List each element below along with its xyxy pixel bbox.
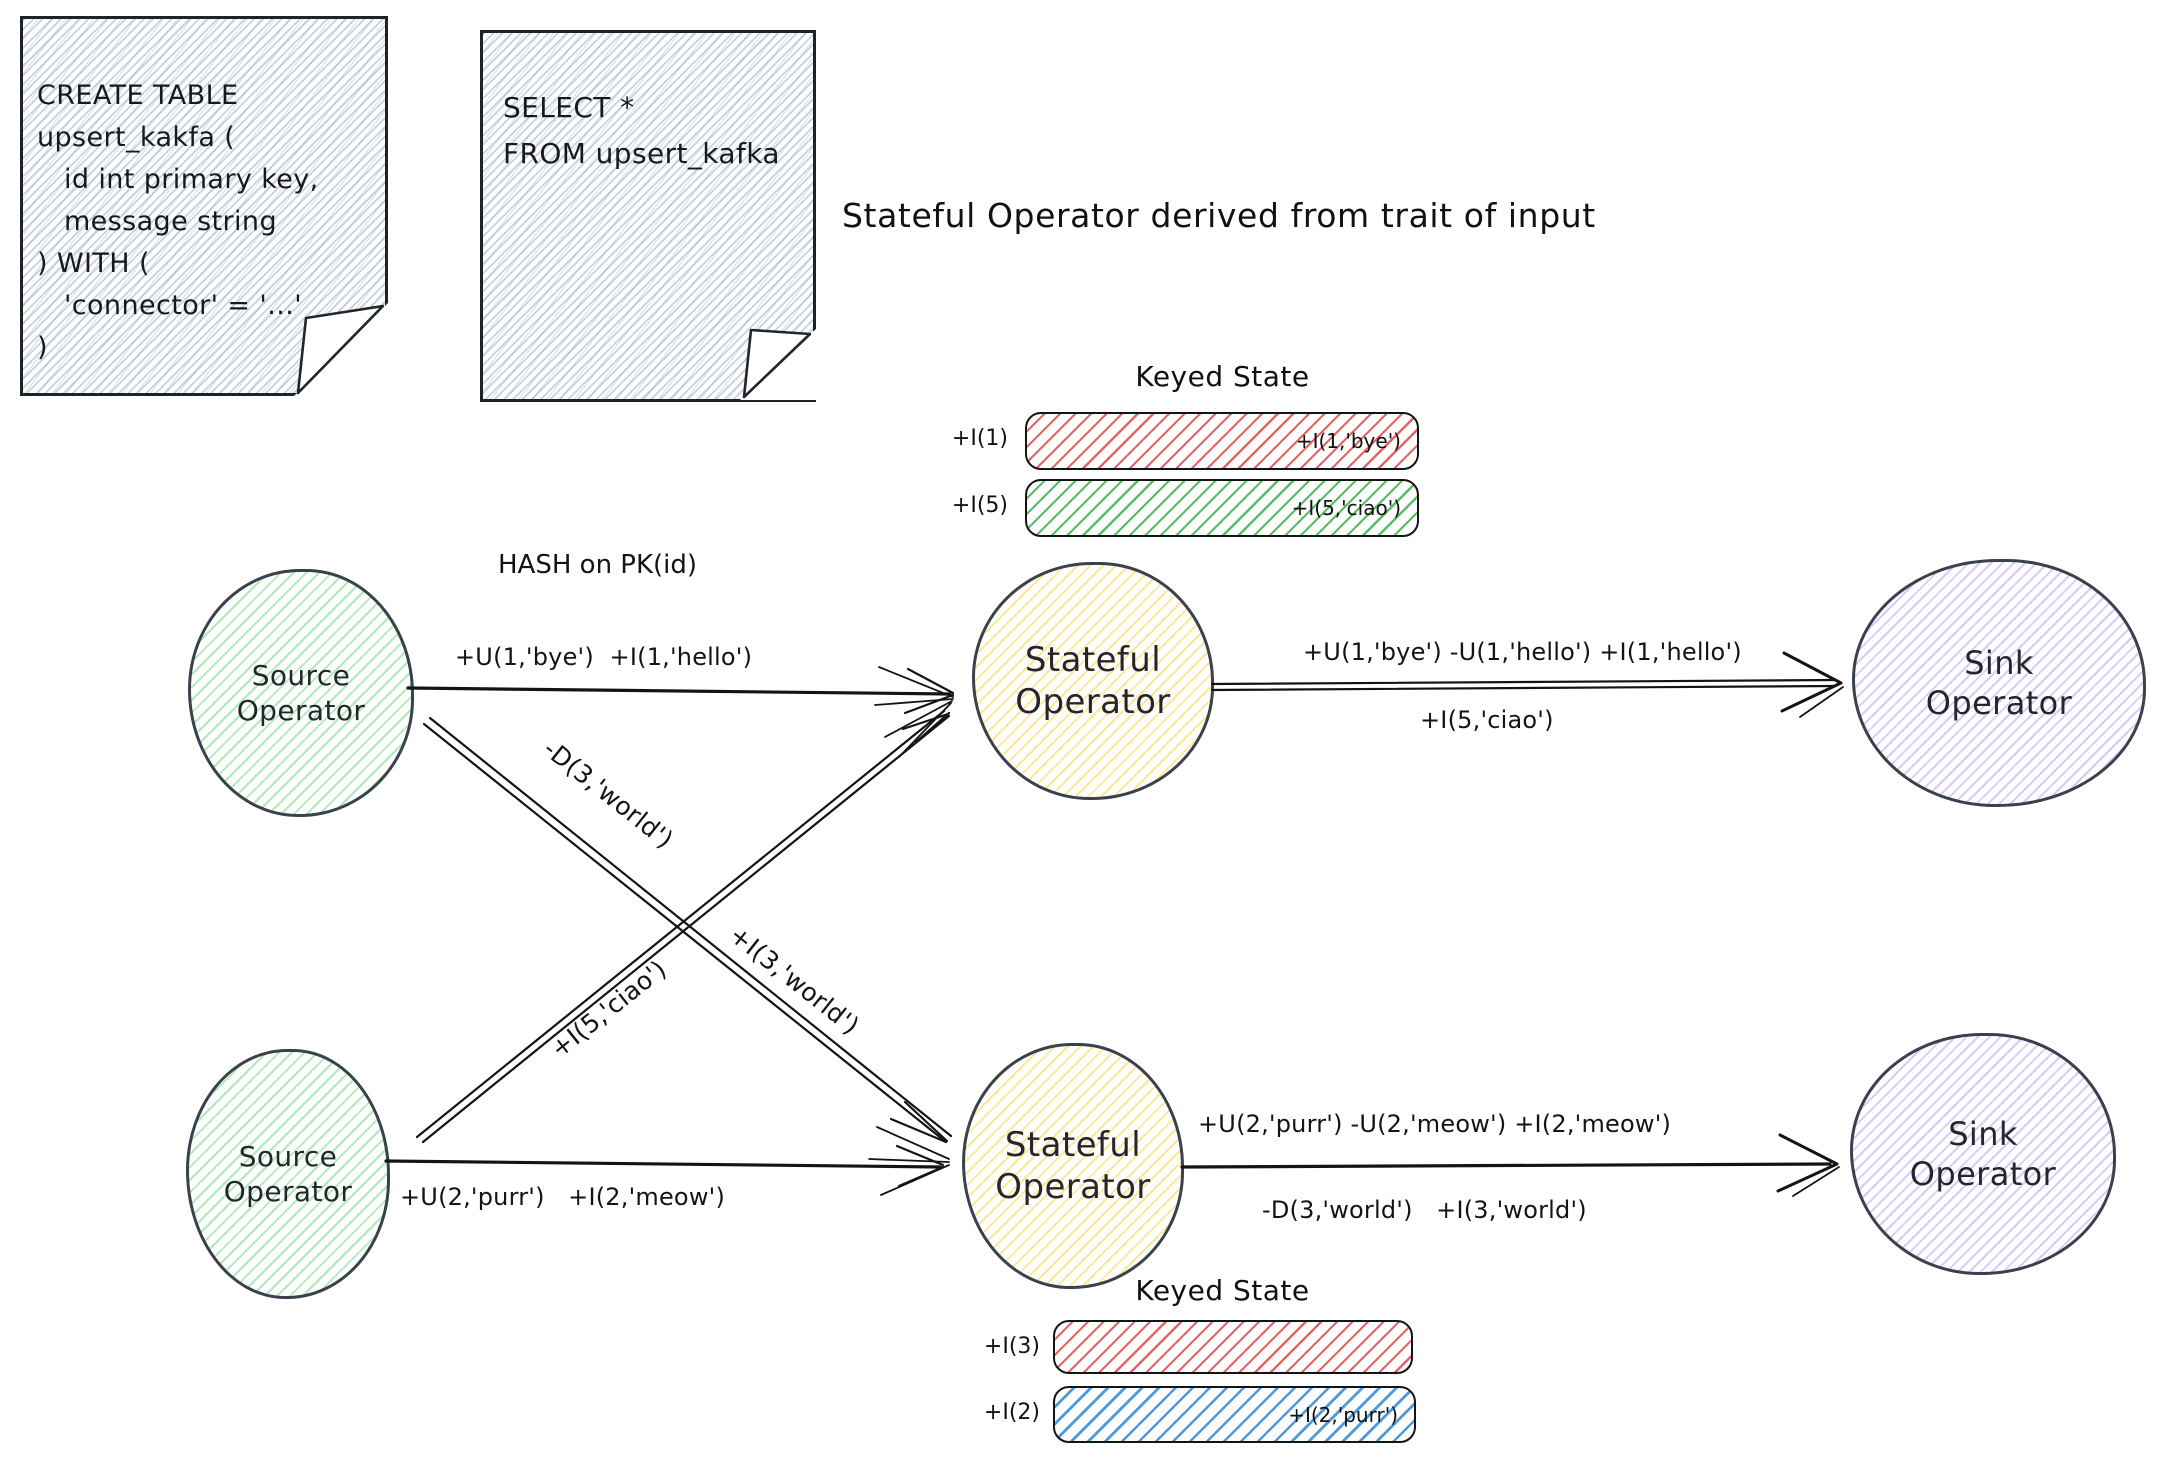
edge-src-bottom-to-stateful-bottom [384, 1159, 942, 1169]
keyed-state-bottom-title: Keyed State [1135, 1274, 1310, 1307]
keyed-state-bottom-key-2: +I(2) [983, 1400, 1040, 1425]
arrowhead-stateful-top-diagonal [901, 711, 951, 744]
keyed-state-top-key-2: +I(5) [951, 493, 1008, 518]
stateful-operator-bottom: Stateful Operator [962, 1043, 1184, 1289]
keyed-state-bottom-bar-red [1053, 1320, 1413, 1374]
keyed-state-bottom-key-1: +I(3) [983, 1334, 1040, 1359]
arrowhead-sink-top [1780, 651, 1843, 713]
edge-label-src-bottom-to-stateful-bottom: +U(2,'purr') +I(2,'meow') [400, 1183, 726, 1211]
edge-src-top-to-stateful-top [406, 686, 952, 696]
sticky-note-select: SELECT * FROM upsert_kafka [480, 30, 816, 402]
keyed-state-top-key-1: +I(1) [951, 426, 1008, 451]
arrowhead-stateful-bottom [895, 1144, 945, 1188]
sink-operator-bottom-label: Sink Operator [1909, 1115, 2057, 1193]
source-operator-top-label: Source Operator [236, 659, 366, 727]
sticky-note-select-text: SELECT * FROM upsert_kafka [503, 91, 780, 170]
keyed-state-top-title: Keyed State [1135, 360, 1310, 393]
source-operator-top: Source Operator [188, 569, 414, 817]
edge-src-top-to-stateful-bottom [422, 722, 948, 1144]
arrowhead-stateful-top [903, 667, 955, 715]
stateful-operator-top-label: Stateful Operator [1015, 639, 1171, 723]
edge-label-insert-ciao: +I(5,'ciao') [545, 954, 672, 1064]
edge-label-stateful-bottom-to-sink-below: -D(3,'world') +I(3,'world') [1262, 1196, 1587, 1224]
arrowhead-sink-bottom-stray [1792, 1166, 1840, 1197]
arrowhead-sink-top-stray [1799, 686, 1844, 718]
arrowhead-sink-bottom [1776, 1133, 1839, 1193]
edge-src-bottom-to-stateful-top [415, 709, 946, 1139]
arrowhead-stateful-top-fan [874, 666, 954, 758]
sticky-note-create-table: CREATE TABLE upsert_kakfa ( id int prima… [20, 16, 388, 396]
keyed-state-bottom-bar-blue: +I(2,'purr') [1053, 1386, 1416, 1443]
edge-stateful-top-to-sink-top-2 [1210, 684, 1836, 692]
edge-label-stateful-top-to-sink-above: +U(1,'bye') -U(1,'hello') +I(1,'hello') [1303, 638, 1742, 666]
edge-stateful-bottom-to-sink-bottom [1180, 1162, 1832, 1169]
sink-operator-top: Sink Operator [1852, 559, 2146, 807]
hash-partition-label: HASH on PK(id) [498, 550, 698, 580]
diagram-title: Stateful Operator derived from trait of … [842, 196, 1596, 235]
stateful-operator-bottom-label: Stateful Operator [995, 1124, 1151, 1208]
keyed-state-top-bar-red-value: +I(1,'bye') [1295, 429, 1401, 453]
edge-src-top-to-stateful-bottom-2 [428, 716, 953, 1138]
edge-stateful-top-to-sink-top [1210, 678, 1836, 686]
keyed-state-bottom-bar-blue-value: +I(2,'purr') [1288, 1402, 1398, 1427]
stateful-operator-top: Stateful Operator [972, 562, 1214, 800]
arrowhead-stateful-bottom-diagonal [889, 1100, 949, 1144]
sink-operator-bottom: Sink Operator [1850, 1033, 2116, 1275]
keyed-state-top-bar-red: +I(1,'bye') [1025, 412, 1419, 470]
edge-label-delete-world: -D(3,'world') [537, 734, 679, 855]
edge-label-stateful-top-to-sink-below: +I(5,'ciao') [1420, 706, 1554, 734]
sticky-note-create-table-text: CREATE TABLE upsert_kakfa ( id int prima… [37, 80, 319, 363]
keyed-state-top-bar-green-value: +I(5,'ciao') [1291, 496, 1401, 520]
sink-operator-top-label: Sink Operator [1925, 644, 2073, 722]
edge-label-src-top-to-stateful-top: +U(1,'bye') +I(1,'hello') [455, 643, 753, 671]
arrowhead-stateful-bottom-fan [868, 1126, 950, 1196]
source-operator-bottom: Source Operator [186, 1049, 390, 1299]
edge-label-stateful-bottom-to-sink-above: +U(2,'purr') -U(2,'meow') +I(2,'meow') [1198, 1110, 1672, 1138]
edge-label-insert-world: +I(3,'world') [723, 920, 865, 1041]
keyed-state-top-bar-green: +I(5,'ciao') [1025, 479, 1419, 537]
source-operator-bottom-label: Source Operator [223, 1140, 353, 1208]
edge-src-bottom-to-stateful-top-2 [421, 714, 951, 1144]
